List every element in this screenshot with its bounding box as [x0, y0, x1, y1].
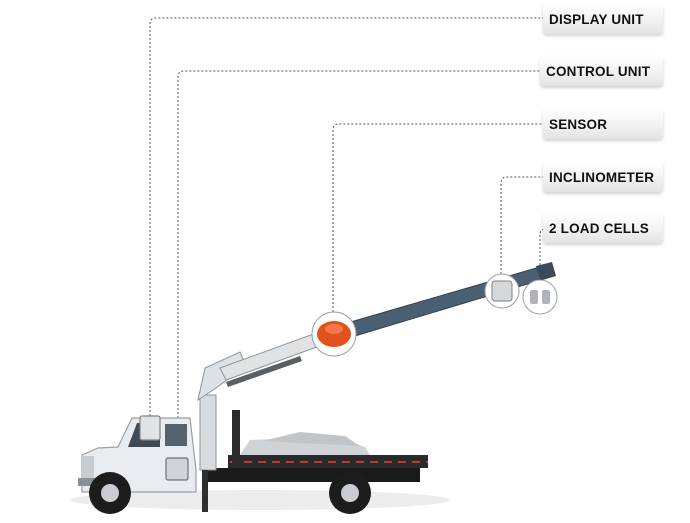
outrigger — [202, 470, 208, 512]
load-cells-ring — [522, 279, 558, 315]
cargo-top — [262, 432, 360, 446]
front-wheel-hub — [101, 484, 119, 502]
control-unit-label: CONTROL UNIT — [540, 56, 663, 86]
boom-tip — [536, 262, 556, 280]
inclinometer-label: INCLINOMETER — [543, 162, 663, 192]
mast-post — [232, 410, 240, 468]
sensor-dome — [325, 324, 343, 334]
front-grille — [82, 456, 94, 478]
rear-wheel-hub — [341, 484, 359, 502]
leader-line-control-unit — [177, 70, 540, 470]
crane-knuckle — [197, 351, 247, 402]
crane-column — [199, 394, 217, 471]
load-cell-2 — [542, 290, 550, 304]
boom-cylinder — [226, 356, 302, 387]
cab-door-window — [165, 424, 187, 446]
leader-line-inclinometer — [500, 176, 543, 282]
display-unit-label: DISPLAY UNIT — [543, 4, 663, 34]
sensor-label: SENSOR — [543, 109, 663, 139]
leader-line-display-unit — [149, 17, 543, 420]
load-cell-1 — [530, 290, 538, 304]
display-unit-box — [139, 415, 161, 441]
control-unit-box — [165, 457, 189, 481]
flatbed-frame — [205, 468, 420, 482]
inclinometer-body — [491, 280, 513, 302]
main-boom — [329, 263, 555, 343]
load-cells-label: 2 LOAD CELLS — [543, 213, 663, 243]
